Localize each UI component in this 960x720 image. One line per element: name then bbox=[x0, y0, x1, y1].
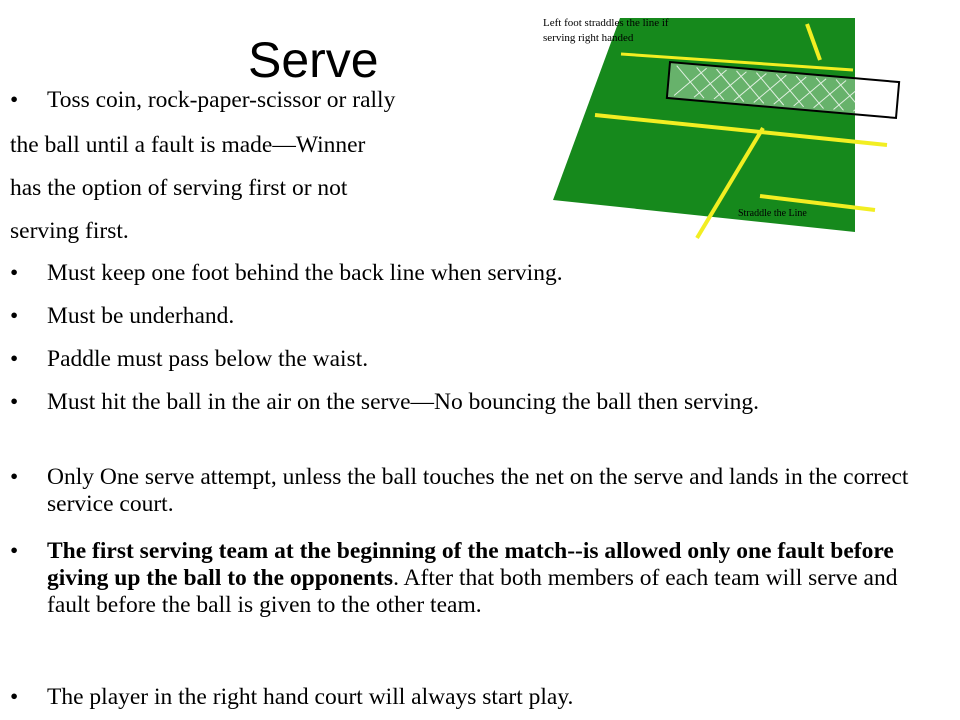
court-caption: Left foot straddles the line if serving … bbox=[543, 17, 669, 44]
bullet-marker: • bbox=[10, 87, 19, 113]
bullet-marker: • bbox=[10, 464, 19, 490]
court-centerline-top bbox=[805, 23, 822, 61]
net-mesh bbox=[673, 65, 887, 115]
bullet-marker: • bbox=[10, 303, 19, 329]
bullet-item: • The player in the right hand court wil… bbox=[10, 684, 945, 711]
bullet-text: Must keep one foot behind the back line … bbox=[47, 260, 563, 286]
bullet-marker: • bbox=[10, 538, 19, 564]
court-baseline bbox=[620, 52, 854, 72]
straddle-label: Straddle the Line bbox=[738, 208, 807, 219]
bullet-item: • Paddle must pass below the waist. bbox=[10, 346, 945, 373]
intro-text-1: Toss coin, rock-paper-scissor or rally bbox=[47, 87, 396, 113]
bullet-item: • Must keep one foot behind the back lin… bbox=[10, 260, 945, 287]
court-diagram bbox=[535, 0, 960, 245]
bullet-marker: • bbox=[10, 260, 19, 286]
intro-line-4: serving first. bbox=[10, 218, 129, 244]
court-kitchen-line bbox=[594, 113, 888, 147]
intro-line-2: the ball until a fault is made—Winner bbox=[10, 132, 366, 158]
intro-line-3: has the option of serving first or not bbox=[10, 175, 348, 201]
bullet-marker: • bbox=[10, 389, 19, 415]
bullet-marker: • bbox=[10, 346, 19, 372]
bullet-text: Must be underhand. bbox=[47, 303, 235, 329]
bullet-item: • Must be underhand. bbox=[10, 303, 945, 330]
bullet-item: • Only One serve attempt, unless the bal… bbox=[10, 464, 945, 518]
bullet-text: Only One serve attempt, unless the ball … bbox=[47, 464, 909, 517]
bullet-text: The player in the right hand court will … bbox=[47, 684, 574, 710]
bullet-item-fault-rule: • The first serving team at the beginnin… bbox=[10, 538, 945, 619]
bullet-text: The first serving team at the beginning … bbox=[47, 538, 945, 619]
bullet-item: • Must hit the ball in the air on the se… bbox=[10, 389, 945, 416]
court-service-line bbox=[759, 194, 876, 212]
bullet-marker: • bbox=[10, 684, 19, 710]
court-centerline-bottom bbox=[695, 126, 765, 240]
slide-title: Serve bbox=[248, 32, 379, 88]
fault-rule-rest: . After that both members of each team w… bbox=[47, 565, 898, 618]
bullet-text: Must hit the ball in the air on the serv… bbox=[47, 389, 760, 415]
net bbox=[665, 60, 901, 120]
fault-rule-bold: The first serving team at the beginning … bbox=[47, 538, 894, 591]
intro-line-1: • Toss coin, rock-paper-scissor or rally bbox=[0, 86, 395, 115]
bullet-text: Paddle must pass below the waist. bbox=[47, 346, 369, 372]
court-illustration bbox=[553, 18, 901, 240]
